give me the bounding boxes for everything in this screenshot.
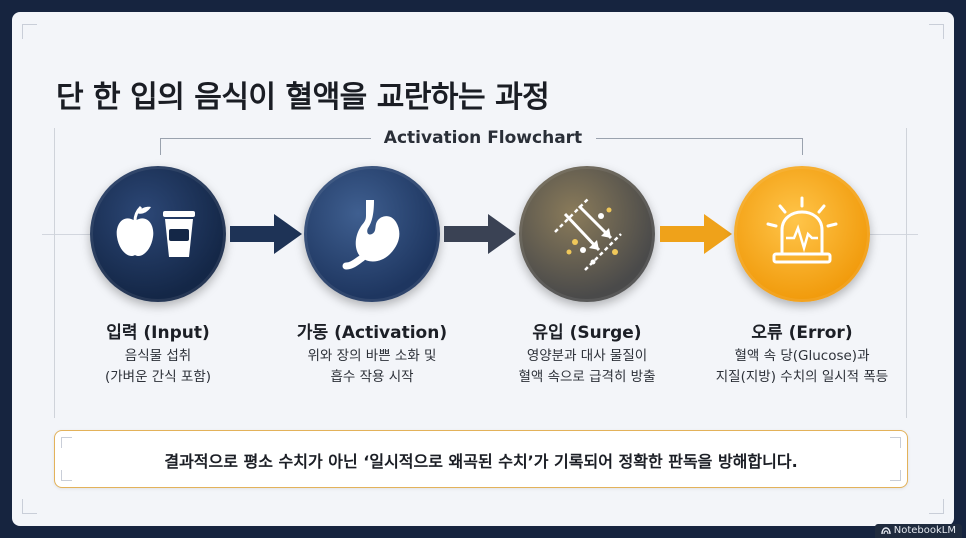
flow-arrow [230,214,302,254]
alarm-siren-icon [766,196,838,264]
step-desc-activation: 위와 장의 바쁜 소화 및 흡수 작용 시작 [272,346,472,388]
flow-arrow [660,214,732,254]
step-activation-circle [304,166,440,302]
conclusion-text: 결과적으로 평소 수치가 아닌 ‘일시적으로 왜곡된 수치’가 기록되어 정확한… [164,452,798,471]
frame-corner [22,499,37,514]
box-corner [61,470,72,481]
stomach-icon [342,200,400,270]
step-desc-error: 혈액 속 당(Glucose)과 지질(지방) 수치의 일시적 폭등 [702,346,902,388]
step-title-error: 오류 (Error) [751,323,853,343]
frame-corner [22,24,37,39]
step-surge-circle [519,166,655,302]
step-desc-surge: 영양분과 대사 물질이 혈액 속으로 급격히 방출 [487,346,687,388]
box-corner [61,437,72,448]
guide-line [868,234,918,235]
flowchart-subtitle: Activation Flowchart [383,128,583,148]
step-desc-line: 혈액 속으로 급격히 방출 [518,369,656,385]
step-desc-line: (가벼운 간식 포함) [104,369,212,385]
step-input-circle [90,166,226,302]
particle-flow-icon [554,197,622,271]
step-error-circle [734,166,870,302]
flow-arrow [444,214,516,254]
step-desc-line: 흡수 작용 시작 [330,369,414,385]
step-desc-line: 영양분과 대사 물질이 [526,348,648,364]
guide-line [42,234,102,235]
watermark-text: NotebookLM [893,525,956,536]
page-title: 단 한 입의 음식이 혈액을 교란하는 과정 [56,80,550,115]
box-corner [890,437,901,448]
notebooklm-watermark: NotebookLM [874,524,962,538]
box-corner [890,470,901,481]
frame-corner [929,24,944,39]
step-desc-line: 지질(지방) 수치의 일시적 폭등 [715,369,889,385]
guide-line [906,128,907,418]
step-desc-line: 음식물 섭취 [124,348,192,364]
step-desc-input: 음식물 섭취 (가벼운 간식 포함) [58,346,258,388]
guide-line [54,128,55,418]
infographic-card: 단 한 입의 음식이 혈액을 교란하는 과정 Activation Flowch… [12,12,954,526]
step-title-activation: 가동 (Activation) [296,323,448,343]
notebooklm-logo-icon [881,527,891,535]
frame-corner [929,499,944,514]
step-desc-line: 위와 장의 바쁜 소화 및 [307,348,437,364]
conclusion-box: 결과적으로 평소 수치가 아닌 ‘일시적으로 왜곡된 수치’가 기록되어 정확한… [54,430,908,488]
step-title-input: 입력 (Input) [106,323,210,343]
subtitle-bracket-left [160,138,371,155]
step-desc-line: 혈액 속 당(Glucose)과 [734,348,870,364]
step-title-surge: 유입 (Surge) [532,323,642,343]
apple-and-cup-icon [116,205,195,257]
subtitle-bracket-right [596,138,803,155]
